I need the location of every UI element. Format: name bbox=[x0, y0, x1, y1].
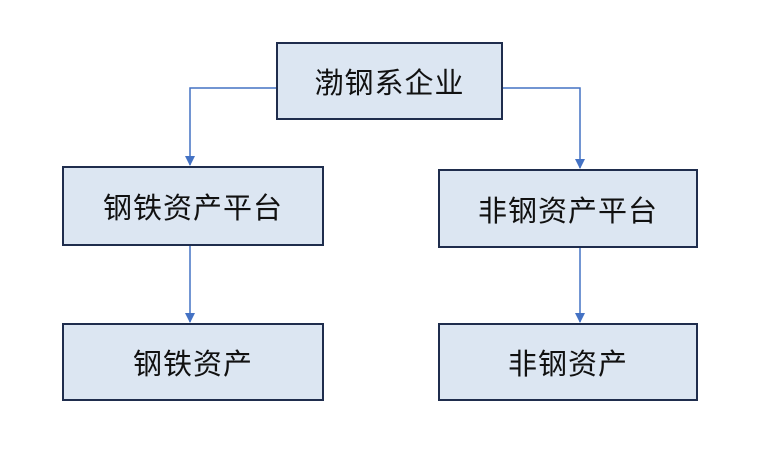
steel-platform-label: 钢铁资产平台 bbox=[102, 191, 283, 225]
nonsteel-platform-label: 非钢资产平台 bbox=[477, 193, 658, 228]
connector-root-to-steel-platform bbox=[185, 87, 276, 166]
nonsteel-platform-node: 非钢资产平台 bbox=[438, 169, 698, 248]
steel-assets-node: 钢铁资产 bbox=[62, 323, 324, 401]
connector-root-to-nonsteel-platform bbox=[503, 87, 585, 169]
root-node: 渤钢系企业 bbox=[276, 42, 503, 120]
steel-platform-node: 钢铁资产平台 bbox=[62, 166, 324, 246]
nonsteel-assets-label: 非钢资产 bbox=[507, 347, 628, 381]
nonsteel-assets-node: 非钢资产 bbox=[438, 323, 698, 401]
root-node-label: 渤钢系企业 bbox=[314, 66, 465, 100]
steel-assets-label: 钢铁资产 bbox=[132, 347, 253, 381]
